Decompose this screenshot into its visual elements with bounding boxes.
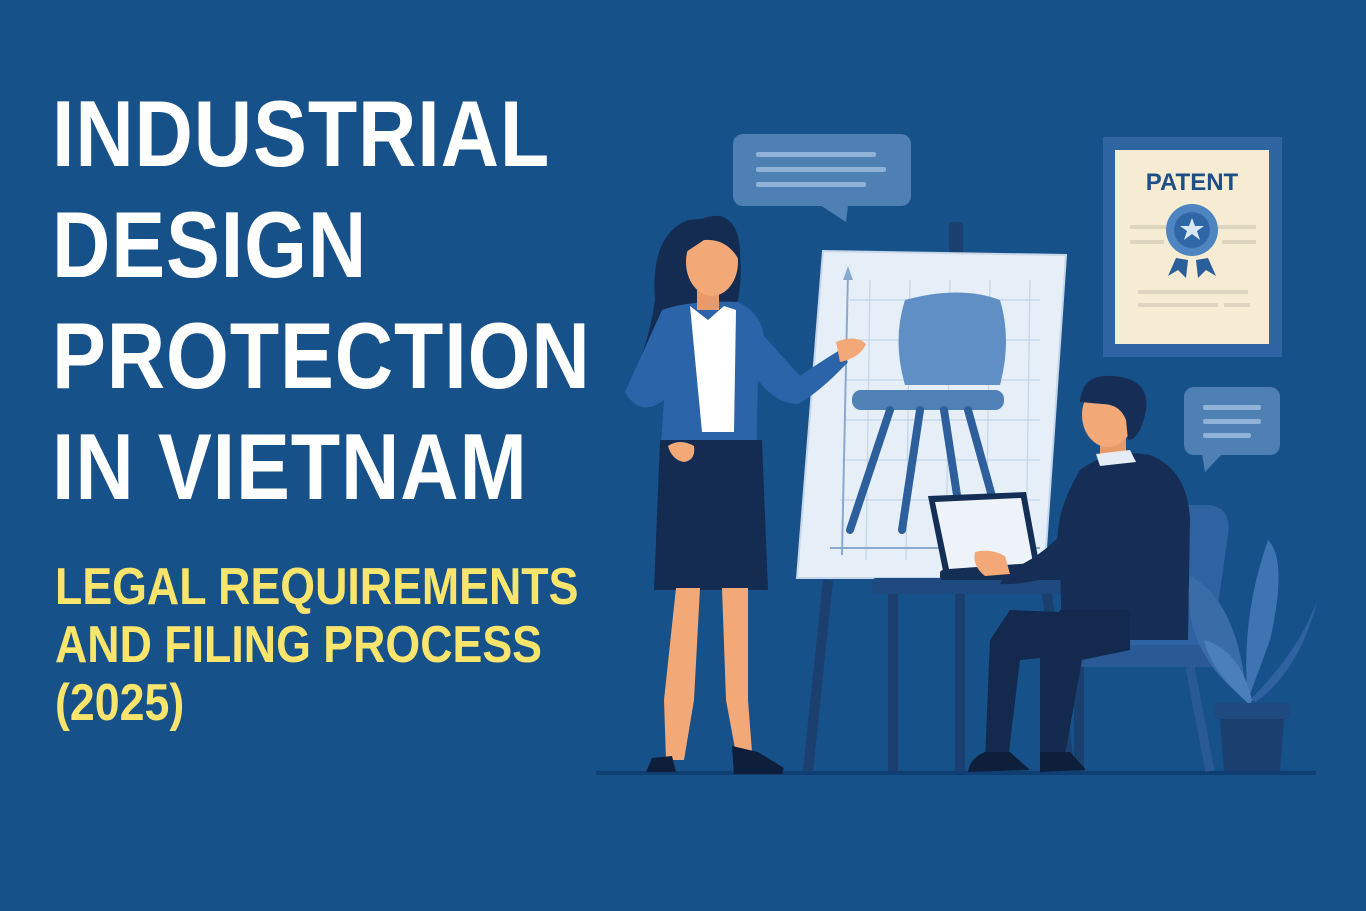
potted-plant: [1188, 540, 1318, 771]
subheadline-line-3: (2025): [55, 674, 185, 732]
subheadline-line-2: AND FILING PROCESS: [55, 616, 542, 674]
patent-certificate: PATENT: [1103, 137, 1282, 357]
star-icon: [1180, 218, 1204, 240]
seated-man: [968, 375, 1190, 772]
headline-line-2: DESIGN: [52, 192, 368, 297]
headline: INDUSTRIAL DESIGN PROTECTION IN VIETNAM: [52, 78, 672, 522]
speech-bubble-right: [1184, 387, 1280, 472]
speech-bubble-left: [733, 134, 911, 222]
headline-line-1: INDUSTRIAL: [52, 81, 551, 186]
subheadline-line-1: LEGAL REQUIREMENTS: [55, 558, 579, 616]
headline-line-4: IN VIETNAM: [52, 414, 528, 519]
standing-woman: [625, 215, 866, 774]
headline-line-3: PROTECTION: [52, 303, 591, 408]
subheadline: LEGAL REQUIREMENTS AND FILING PROCESS (2…: [55, 558, 675, 732]
desk: [872, 578, 1102, 771]
patent-label: PATENT: [1146, 169, 1239, 196]
floor-line: [596, 771, 1316, 775]
